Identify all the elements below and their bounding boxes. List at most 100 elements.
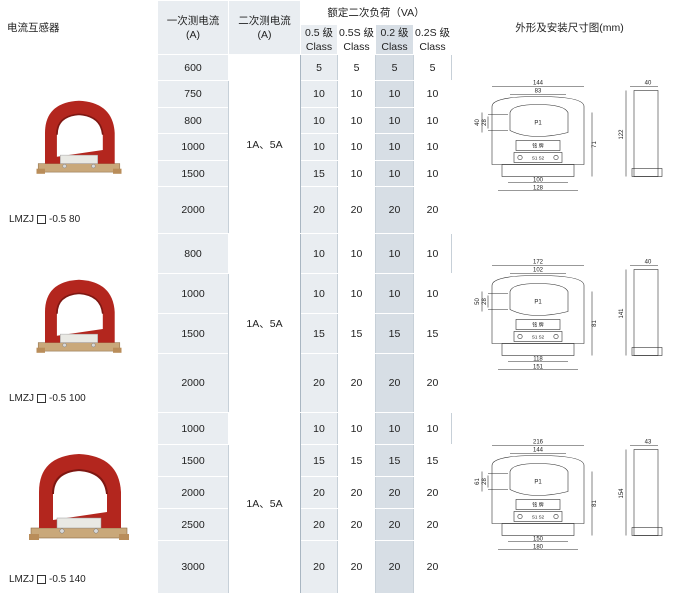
primary-current-cell: 2000	[157, 353, 229, 413]
model-prefix: LMZJ	[9, 574, 34, 585]
front-base	[501, 343, 575, 356]
load-cell-class-0: 20	[300, 353, 338, 413]
side-outline	[633, 90, 659, 177]
dim-top-outer: 172	[533, 260, 544, 266]
load-cell-class-1: 20	[337, 186, 376, 234]
mounting-base-plate	[37, 341, 121, 351]
header-primary-line2: (A)	[186, 28, 200, 41]
current-transformer-image	[36, 279, 122, 353]
terminal-screw-left-drawing	[517, 514, 523, 520]
dim-window-label: P1	[534, 121, 542, 127]
primary-current-cell: 1000	[157, 412, 229, 445]
plate-text: 铭 牌	[532, 322, 543, 329]
dim-top-outer: 144	[533, 81, 544, 87]
product-cell: LMZJ-0.5 140	[0, 412, 158, 594]
load-cell-class-0: 10	[300, 107, 338, 134]
load-cell-class-3: 20	[412, 476, 453, 509]
secondary-current-cell: 1A、5A	[228, 412, 301, 594]
primary-current-cell: 1500	[157, 160, 229, 187]
primary-current-cell: 2000	[157, 186, 229, 234]
secondary-current-cell: 1A、5A	[228, 233, 301, 413]
dim-top-inner: 102	[533, 268, 544, 274]
terminal-screw-left	[62, 163, 67, 168]
load-cell-class-1: 10	[337, 107, 376, 134]
front-terminal-box	[513, 511, 563, 522]
dim-left-b: 28	[482, 119, 488, 126]
load-cell-class-3: 10	[412, 233, 453, 274]
dim-side-h: 122	[619, 129, 625, 140]
front-base	[501, 523, 575, 536]
terminal-screw-right-drawing	[553, 334, 559, 340]
mounting-base-plate	[37, 162, 121, 172]
base-foot-right	[113, 168, 122, 174]
secondary-current-cell: 1A、5A	[228, 54, 301, 234]
load-cell-class-2: 10	[375, 412, 414, 445]
side-base	[631, 168, 663, 177]
dim-side-w: 40	[645, 260, 652, 266]
load-cell-class-0: 10	[300, 412, 338, 445]
load-cell-class-2: 10	[375, 233, 414, 274]
load-cell-class-2: 10	[375, 133, 414, 161]
class-1-line2: Class	[343, 40, 370, 53]
front-window	[509, 463, 569, 496]
load-cell-class-1: 5	[337, 54, 376, 81]
specification-table: 电流互感器 一次测电流 (A) 二次测电流 (A) 额定二次负荷（VA） 外形及…	[0, 0, 687, 594]
primary-current-cell: 1000	[157, 133, 229, 161]
dim-window-label: P1	[534, 480, 542, 486]
primary-current-cell: 800	[157, 107, 229, 134]
class-0-line1: 0.5 级	[304, 26, 333, 39]
terminal-screw-left-drawing	[517, 334, 523, 340]
terminal-screw-left	[59, 528, 65, 533]
dim-side-h: 141	[619, 308, 625, 319]
load-cell-class-3: 10	[412, 160, 453, 187]
terminal-screw-right-drawing	[553, 155, 559, 161]
base-foot-left	[36, 168, 45, 174]
front-nameplate	[515, 499, 561, 510]
base-foot-right	[113, 347, 122, 353]
front-nameplate	[515, 319, 561, 330]
load-cell-class-2: 20	[375, 476, 414, 509]
load-cell-class-0: 5	[300, 54, 338, 81]
primary-current-cell: 2000	[157, 476, 229, 509]
mounting-base-plate	[30, 527, 128, 538]
dim-left-b: 28	[482, 298, 488, 305]
load-cell-class-2: 15	[375, 444, 414, 477]
load-cell-class-1: 10	[337, 233, 376, 274]
side-outline	[633, 449, 659, 536]
nameplate	[60, 333, 98, 343]
primary-current-cell: 1500	[157, 313, 229, 354]
primary-current-cell: 600	[157, 54, 229, 81]
load-cell-class-0: 10	[300, 273, 338, 314]
load-cell-class-0: 15	[300, 313, 338, 354]
nameplate	[56, 517, 102, 528]
load-cell-class-0: 10	[300, 133, 338, 161]
model-checkbox-symbol	[37, 574, 46, 584]
class-3-line1: 0.2S 级	[415, 26, 451, 39]
front-terminal-box	[513, 152, 563, 163]
primary-current-cell: 750	[157, 80, 229, 108]
header-rated-load-label: 额定二次负荷（VA）	[327, 6, 425, 19]
front-outline	[491, 275, 585, 344]
terminal-screw-right	[91, 342, 96, 347]
load-cell-class-0: 20	[300, 186, 338, 234]
load-cell-class-3: 20	[412, 186, 453, 234]
model-checkbox-symbol	[37, 393, 46, 403]
load-cell-class-3: 5	[412, 54, 453, 81]
model-checkbox-symbol	[37, 214, 46, 224]
load-cell-class-1: 10	[337, 160, 376, 187]
load-cell-class-3: 10	[412, 107, 453, 134]
model-label: LMZJ-0.5 140	[9, 574, 86, 585]
load-cell-class-3: 20	[412, 353, 453, 413]
current-transformer-image	[29, 453, 129, 540]
front-base	[501, 164, 575, 177]
dim-left-a: 50	[475, 298, 481, 305]
side-base	[631, 527, 663, 536]
